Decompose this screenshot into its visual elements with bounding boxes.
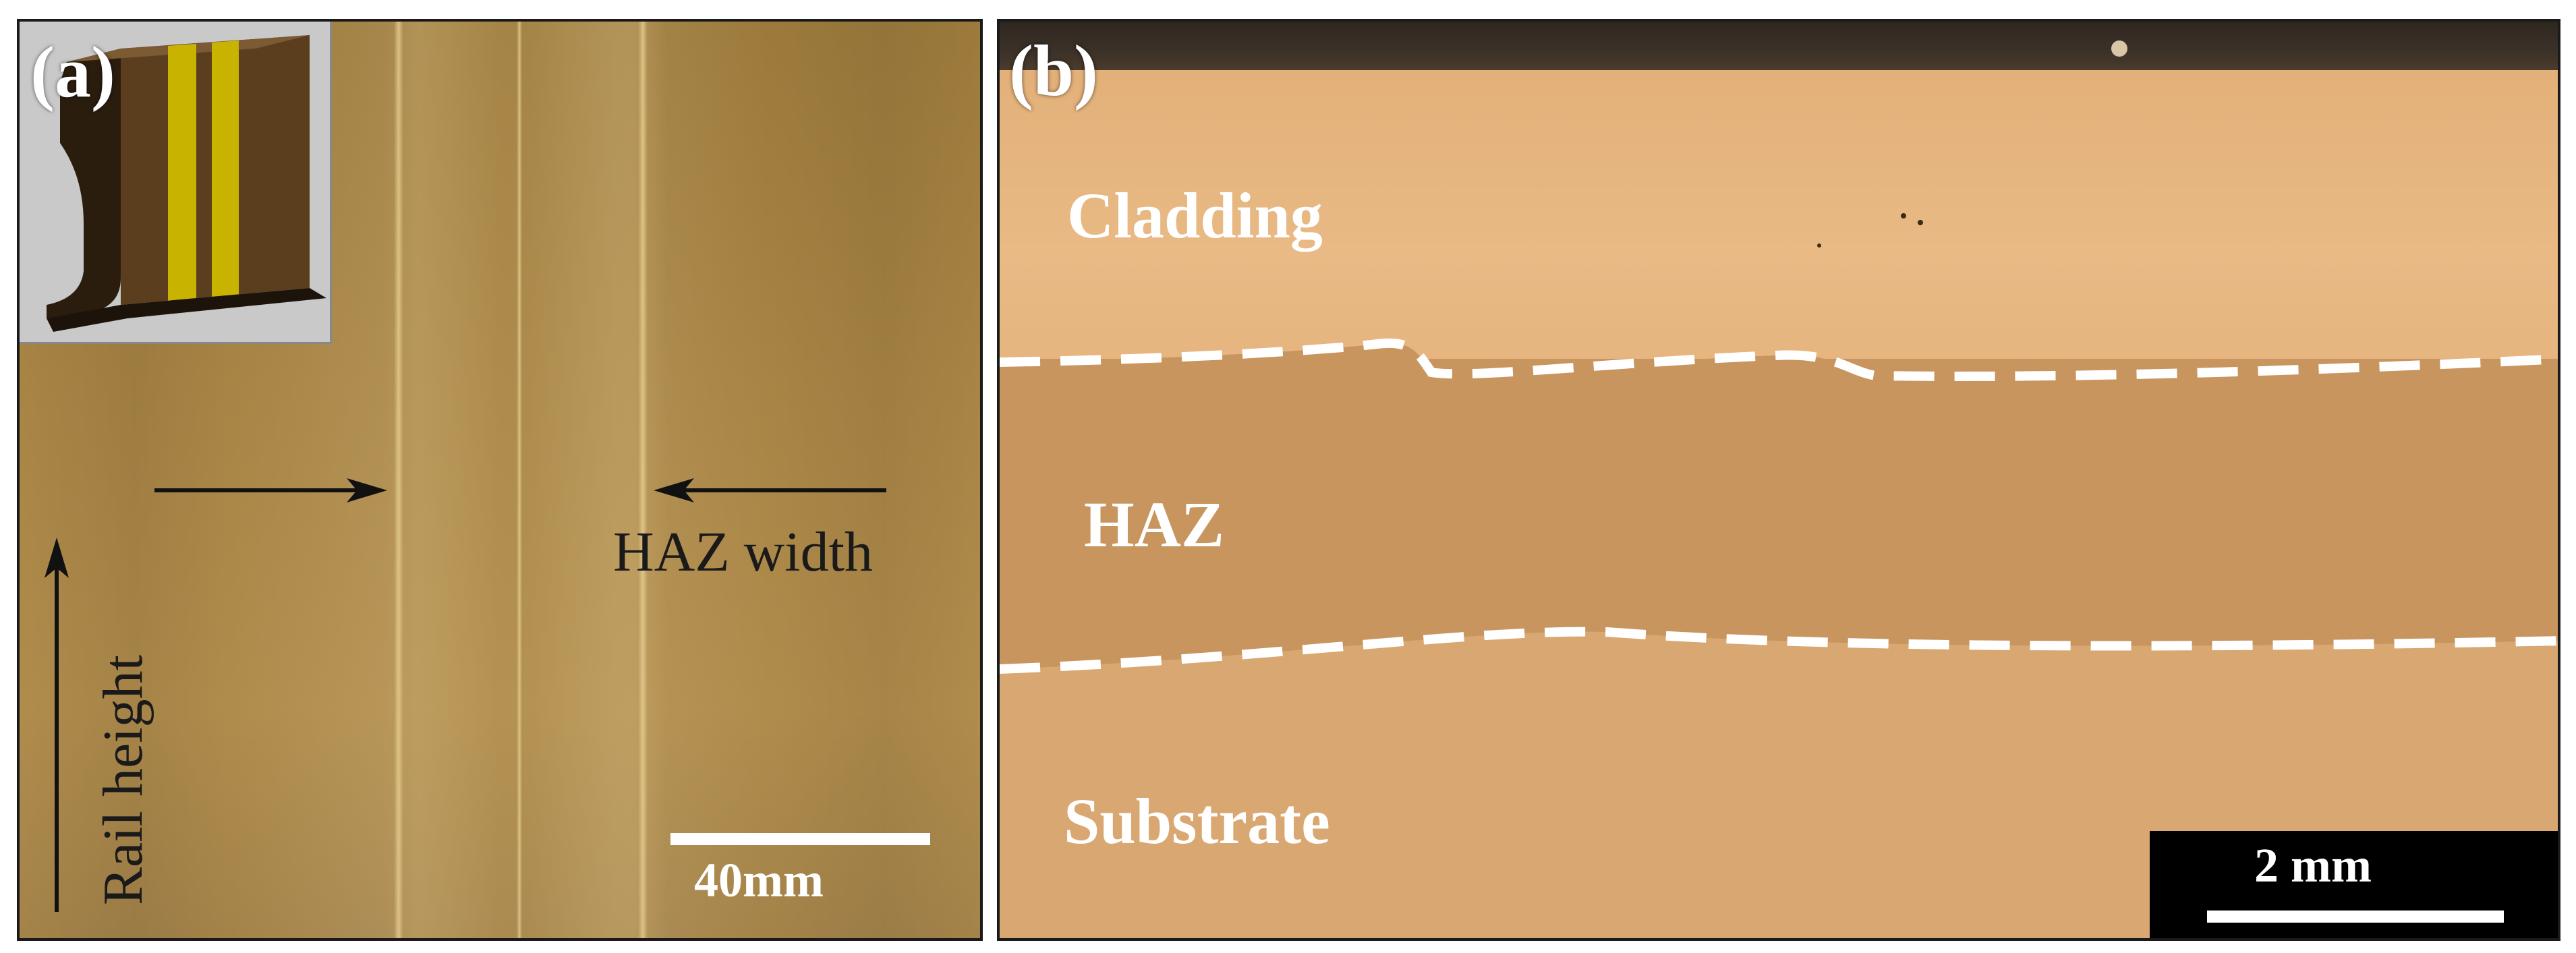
cladding-label: Cladding [1067,179,1323,252]
scale-bar-b [2207,911,2504,923]
panel-b-label: (b) [1009,31,1098,111]
cladding-haz-boundary [1000,338,2558,381]
panel-a-rail-photo: (a) HAZ width Rail height 40mm [17,19,983,941]
scale-bar-a [670,833,930,845]
panel-a-label: (a) [30,32,115,113]
rail-3d-illustration [47,35,326,332]
rail-height-label: Rail height [92,655,154,905]
cladding-band-right [212,40,239,299]
rail-3d-inset [20,22,332,344]
scale-bar-b-label: 2 mm [2254,838,2372,892]
haz-right-edge [638,22,648,938]
haz-label: HAZ [1084,488,1225,560]
scale-bar-a-label: 40mm [694,853,824,907]
substrate-label: Substrate [1064,785,1330,857]
arrow-up-icon [45,538,69,912]
cladding-band-left [168,44,196,301]
mounting-resin [1000,22,2558,70]
arrow-right-icon [154,478,387,502]
cladding-centerline [517,22,522,938]
haz-substrate-boundary [1000,627,2558,674]
haz-band [384,22,667,938]
haz-width-label: HAZ width [613,521,873,583]
haz-left-edge [394,22,403,938]
panel-b-micrograph: (b) Cladding HAZ Substrate 2 mm [997,19,2560,941]
arrow-left-icon [654,478,886,502]
